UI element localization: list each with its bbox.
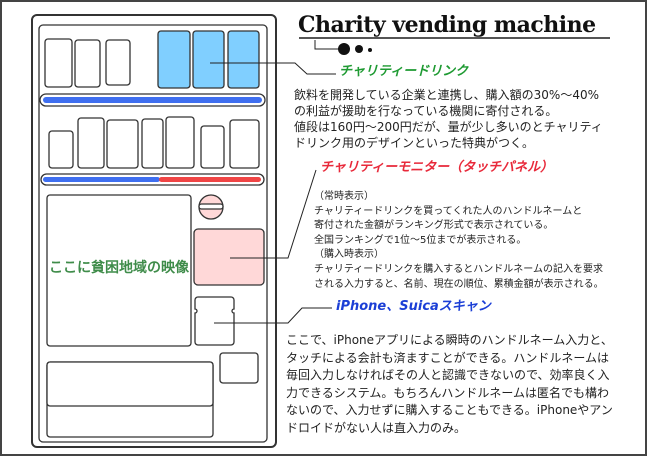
charity-drink-description: 飲料を開発している企業と連携し、購入額の30%〜40% の利益が援助を行なってい… <box>294 88 603 150</box>
button-bar-top-fill <box>43 97 262 103</box>
sample-slot <box>106 119 139 169</box>
button-bar-bottom-red-fill <box>159 177 261 182</box>
sample-slot <box>200 125 225 169</box>
charity-drink-slot <box>192 30 225 89</box>
charity-drink-label: チャリティードリンク <box>339 64 469 79</box>
product-tray-flap[interactable] <box>46 361 214 407</box>
sample-slot <box>105 39 131 86</box>
video-screen <box>46 194 192 347</box>
leader-lines <box>210 62 336 324</box>
sample-slot <box>229 119 260 169</box>
scan-description: ここで、iPhoneアプリによる瞬時のハンドルネーム入力と、 タッチによる会計も… <box>286 333 613 435</box>
scan-label: iPhone、Suicaスキャン <box>336 299 491 314</box>
button-bar-bottom-blue-fill <box>43 177 160 182</box>
monitor-label: チャリティーモニター（タッチパネル） <box>320 160 554 175</box>
iphone-suica-scanner[interactable] <box>194 296 235 346</box>
video-screen-label: ここに貧困地域の映像 <box>49 260 189 276</box>
touch-panel-monitor[interactable] <box>193 228 265 286</box>
title-decoration <box>299 37 610 55</box>
page-title: Charity vending machine <box>298 12 596 38</box>
sample-slot <box>44 38 73 88</box>
monitor-description: （常時表示） チャリティードリンクを買ってくれた人のハンドルネームと 寄付された… <box>314 191 604 290</box>
sample-slot <box>141 118 164 169</box>
sample-slot <box>48 130 74 169</box>
sample-slot <box>77 117 105 169</box>
sample-slot <box>74 39 101 88</box>
bill-slot <box>219 352 259 384</box>
charity-drink-slot <box>227 30 260 89</box>
coin-slot-opening <box>198 203 224 210</box>
sample-slot <box>165 116 195 169</box>
charity-drink-slot <box>157 30 191 89</box>
